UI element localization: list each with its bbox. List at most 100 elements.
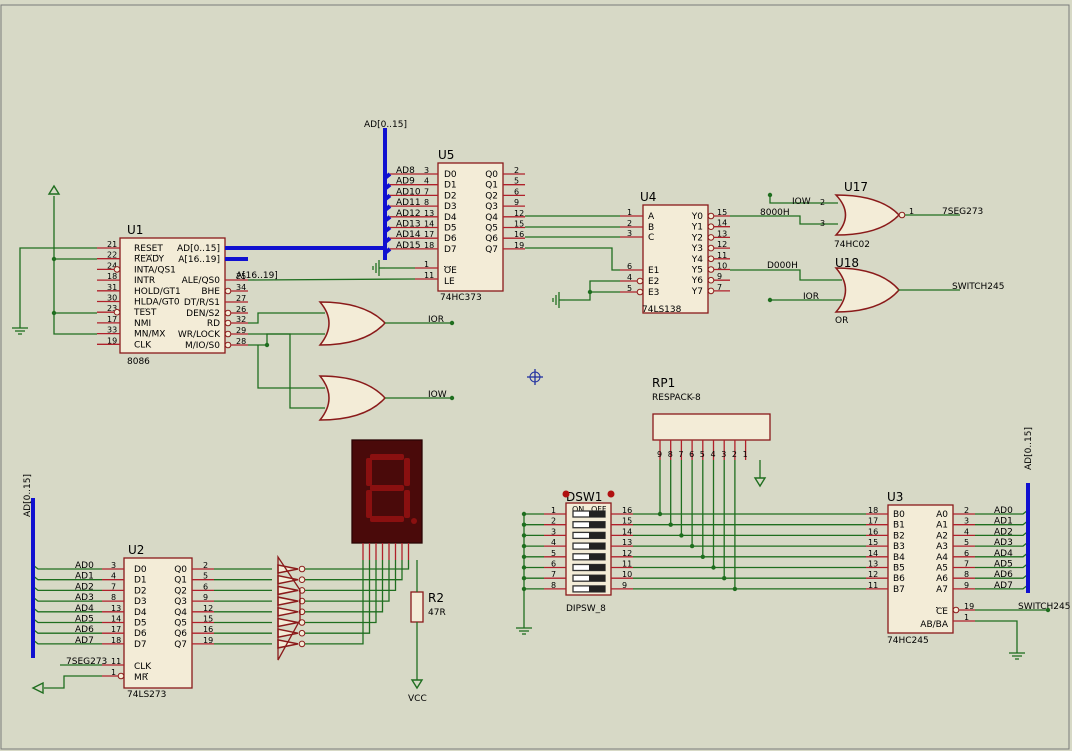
u2-part: 74LS273 (127, 690, 166, 700)
u5-pin-label: D6 (444, 234, 457, 244)
u5-pin-num: 1 (424, 260, 429, 269)
u2-pin-num: 17 (111, 625, 121, 634)
buffer-gate (277, 585, 299, 596)
u17-ref: U17 (844, 180, 868, 194)
u5-net-label: AD8 (396, 166, 415, 176)
rp1-pin-num: 6 (689, 450, 694, 459)
u18-net-ior: IOR (803, 292, 819, 302)
junction-dot (700, 554, 705, 559)
dsw-pin-num: 16 (622, 506, 632, 515)
u2-pin-label: D0 (134, 565, 147, 575)
u1-pin-label: HOLD/GT1 (134, 287, 181, 297)
junction-dot (689, 543, 695, 549)
ad-lo-bus-label: AD[0..15] (23, 474, 33, 517)
u4-pin-num: 7 (717, 283, 722, 292)
u5-pin-num: 19 (514, 241, 524, 250)
u5-pin-label: Q2 (485, 191, 498, 201)
u1-part: 8086 (127, 357, 150, 367)
u2-clk: CLK (134, 662, 152, 672)
u17-nor-gate (834, 194, 901, 236)
dsw-switch-knob (589, 511, 605, 517)
ior-or-gate (318, 301, 387, 346)
rd-wire (248, 312, 325, 324)
u3-pin-label: B7 (893, 585, 905, 595)
u3-pin-num: 16 (868, 527, 878, 536)
rp1-pin-num: 5 (700, 450, 705, 459)
u3-pin-num: 15 (868, 538, 878, 547)
u3-pin-label: A2 (936, 531, 948, 541)
u4-pin-label: Y4 (691, 255, 703, 265)
inversion-bubble (636, 277, 644, 285)
u1-pin-label: TEST (133, 308, 157, 318)
inversion-bubble (224, 319, 232, 327)
inversion-bubble (224, 330, 232, 338)
bus-entry (383, 236, 392, 244)
u3-net-label: AD1 (994, 517, 1013, 527)
u2-body (123, 557, 193, 689)
u4-pin-label: B (648, 223, 654, 233)
u3-net-label: AD3 (994, 538, 1013, 548)
u5-pin-num: 17 (424, 230, 434, 239)
buffer-gate (277, 606, 299, 617)
u3-pin-label: A7 (936, 585, 948, 595)
u5-ref: U5 (438, 148, 454, 162)
u2-pin-label: Q7 (174, 640, 187, 650)
bus-entry (383, 215, 392, 223)
dsw-pin-num: 7 (551, 570, 556, 579)
u3-net-label: AD6 (994, 570, 1013, 580)
inversion-bubble (298, 565, 306, 573)
inversion-bubble (898, 211, 906, 219)
inversion-bubble (707, 266, 715, 273)
u3-pin-num: 2 (964, 506, 969, 515)
bus-entry (383, 204, 392, 212)
inversion-bubble (707, 234, 715, 241)
dsw-mark-icon (607, 490, 615, 498)
display-segment (404, 490, 410, 518)
u3-abba: AB/BA (920, 620, 949, 630)
mnmx-wire (53, 196, 97, 335)
dsw-switch-knob (589, 521, 605, 528)
u1-pin-num: 28 (236, 337, 246, 346)
u1-pin-num: 24 (107, 261, 117, 270)
u5-net-label: AD11 (396, 198, 421, 208)
inversion-bubble (298, 629, 306, 637)
u3-pin-num: 8 (964, 570, 969, 579)
u2-pin-label: D7 (134, 640, 147, 650)
rp1-pin-num: 2 (732, 450, 737, 459)
u1-pin-label: INTR (134, 276, 155, 286)
u17-net-iow: IOW (792, 197, 811, 207)
u5-pin-num: 6 (514, 187, 519, 196)
u1-pin-label: NMI (134, 319, 151, 329)
power-arrow-icon (753, 477, 767, 488)
dsw-pin-num: 14 (622, 527, 632, 536)
u2-net-7seg: 7SEG273 (66, 657, 107, 667)
u4-pin-num: 15 (717, 208, 727, 217)
u2-pin-label: Q4 (174, 608, 187, 618)
u3-pin-num: 7 (964, 560, 969, 569)
ior-label: IOR (428, 315, 444, 325)
u3-pin-label: B1 (893, 521, 905, 531)
u1-pin-num: 23 (107, 304, 117, 313)
inversion-bubble (113, 308, 121, 316)
u2-pin-label: Q0 (174, 565, 187, 575)
u1-pin-label: MN/MX (134, 330, 165, 340)
junction-dot (668, 522, 673, 527)
u4-pin-num: 6 (627, 262, 632, 271)
u17-net-out: 7SEG273 (942, 207, 983, 217)
inversion-bubble (224, 341, 232, 349)
u2-pin-num: 4 (111, 572, 116, 581)
mio-wire (248, 333, 325, 346)
u1-pin-label: ALE/QS0 (182, 276, 221, 286)
dsw-pin-num: 1 (551, 506, 556, 515)
u3-ce: CE (936, 607, 948, 617)
u3-pin-label: A1 (936, 521, 948, 531)
dsw-pin-num: 5 (551, 549, 556, 558)
u2-pin-num: 5 (203, 572, 208, 581)
u1-pin-num: 17 (107, 315, 117, 324)
dsw-switch-knob (589, 553, 605, 560)
r2-body (410, 591, 424, 623)
u1-pin-label: AD[0..15] (177, 244, 220, 254)
u1-pin-num: 19 (107, 336, 117, 345)
u2-pin-num: 12 (203, 604, 213, 613)
display-dp (411, 518, 417, 524)
